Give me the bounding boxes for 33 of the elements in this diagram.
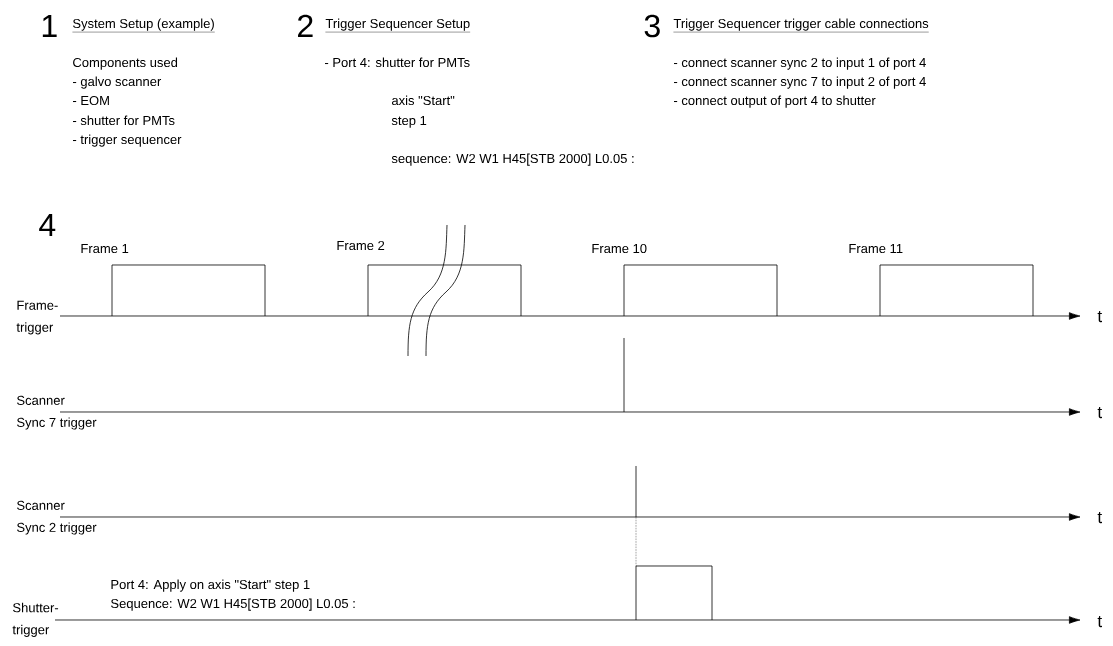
note-text: - Port 4: shutter for PMTs xyxy=(325,57,470,68)
note-text: - connect scanner sync 2 to input 1 of port 4 xyxy=(674,57,926,70)
note-text: axis "Start" xyxy=(391,95,455,106)
note-text: step 1 xyxy=(391,116,427,128)
section-number: 1 xyxy=(42,15,57,37)
signal-label: Frame-trigger xyxy=(16,300,58,335)
signal-label: Shutter-trigger xyxy=(12,602,59,637)
note-text: - connect scanner sync 7 to input 2 of port 4 xyxy=(674,76,926,89)
section-number: 2 xyxy=(298,14,313,37)
time-label: t xyxy=(1097,407,1102,419)
note-text: - connect output of port 4 to shutter xyxy=(674,95,876,108)
signal-label: Scanner Sync 2 trigger xyxy=(17,500,97,535)
note-text: Components used xyxy=(73,57,178,70)
frame-label: Frame 2 xyxy=(337,240,385,251)
note-text: - galvo scanner xyxy=(73,76,162,89)
note-text: Sequence: W2 W1 H45[STB 2000] L0.05 : xyxy=(111,598,355,611)
frame-label: Frame 1 xyxy=(81,244,129,254)
frame-label: Frame 10 xyxy=(592,243,647,254)
section-number: 3 xyxy=(644,14,660,38)
frame-label: Frame 11 xyxy=(849,244,903,254)
section-number: 4 xyxy=(39,214,56,236)
time-label: t xyxy=(1097,512,1102,524)
section-heading: Trigger Sequencer Setup xyxy=(325,18,471,33)
note-text: - shutter for PMTs xyxy=(73,115,175,126)
note-text: - EOM xyxy=(73,95,109,106)
note-text: sequence: W2 W1 H45[STB 2000] L0.05 : xyxy=(391,153,634,166)
section-heading: Trigger Sequencer trigger cable connections xyxy=(673,18,929,33)
time-label: t xyxy=(1097,616,1102,628)
signal-label: Scanner Sync 7 trigger xyxy=(17,395,97,430)
section-heading: System Setup (example) xyxy=(72,18,215,33)
note-text: Port 4: Apply on axis "Start" step 1 xyxy=(111,579,310,592)
note-text: - trigger sequencer xyxy=(73,134,182,147)
time-label: t xyxy=(1097,311,1102,323)
